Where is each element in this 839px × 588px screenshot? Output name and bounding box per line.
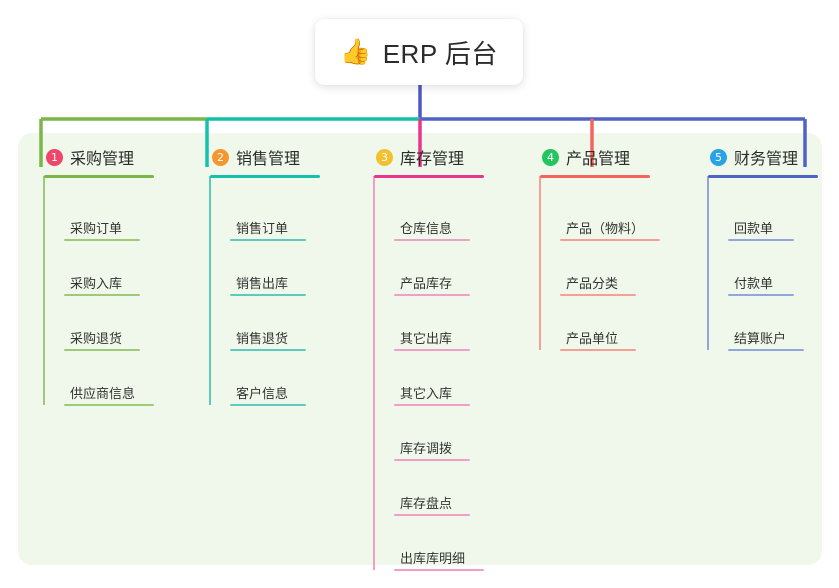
branch-leaf-label: 库存调拨 bbox=[400, 441, 453, 456]
root-node-label: ERP 后台 bbox=[382, 38, 498, 69]
branch-leaf-label: 采购入库 bbox=[70, 276, 123, 291]
branch-header-rule bbox=[540, 175, 650, 178]
branch-leaf-item[interactable]: 产品分类 bbox=[560, 273, 636, 296]
branch-leaf-rule bbox=[394, 239, 470, 241]
branch-leaf-rule bbox=[64, 349, 140, 351]
branch-header-5[interactable]: 5 财务管理 bbox=[700, 146, 798, 168]
branch-leaf-rule bbox=[560, 239, 660, 241]
branch-number-badge: 5 bbox=[710, 148, 727, 166]
branch-header-rule bbox=[374, 175, 484, 178]
branch-column-5: 5 财务管理回款单付款单结算账户 bbox=[700, 146, 818, 351]
branch-leaf-item[interactable]: 销售订单 bbox=[230, 218, 306, 241]
branch-leaf-label: 仓库信息 bbox=[400, 221, 453, 236]
branch-header-label: 销售管理 bbox=[236, 151, 301, 168]
branch-leaf-rule bbox=[64, 239, 140, 241]
branch-header-4[interactable]: 4 产品管理 bbox=[532, 146, 630, 168]
branch-leaf-rule bbox=[64, 294, 140, 296]
branch-leaf-label: 结算账户 bbox=[734, 331, 787, 346]
branch-number-badge: 3 bbox=[376, 148, 393, 166]
branch-leaf-item[interactable]: 产品单位 bbox=[560, 328, 636, 351]
branch-leaf-item[interactable]: 销售出库 bbox=[230, 273, 306, 296]
branch-leaf-rule bbox=[728, 349, 804, 351]
branch-leaf-rule bbox=[560, 349, 636, 351]
branch-leaf-rule bbox=[230, 404, 306, 406]
branch-leaf-rule bbox=[230, 349, 306, 351]
branch-header-rule bbox=[210, 175, 320, 178]
branch-leaf-label: 产品分类 bbox=[566, 276, 619, 291]
branch-leaf-rule bbox=[394, 514, 470, 516]
branch-leaf-item[interactable]: 采购退货 bbox=[64, 328, 140, 351]
branch-leaf-label: 采购退货 bbox=[70, 331, 123, 346]
branch-leaf-label: 客户信息 bbox=[236, 386, 289, 401]
branch-header-1[interactable]: 1 采购管理 bbox=[36, 146, 134, 168]
branch-number-badge: 2 bbox=[212, 148, 229, 166]
branch-leaf-rule bbox=[230, 239, 306, 241]
branch-header-2[interactable]: 2 销售管理 bbox=[202, 146, 300, 168]
branch-leaf-item[interactable]: 库存调拨 bbox=[394, 438, 470, 461]
branch-leaf-label: 其它入库 bbox=[400, 386, 453, 401]
branch-leaf-label: 供应商信息 bbox=[70, 386, 136, 401]
branch-leaf-label: 销售订单 bbox=[236, 221, 289, 236]
branch-leaf-rule bbox=[64, 404, 154, 406]
branch-leaf-item[interactable]: 销售退货 bbox=[230, 328, 306, 351]
branch-header-rule bbox=[708, 175, 818, 178]
branch-number-badge: 4 bbox=[542, 148, 559, 166]
branch-leaf-rule bbox=[728, 294, 794, 296]
branch-leaf-item[interactable]: 其它出库 bbox=[394, 328, 470, 351]
branch-header-label: 库存管理 bbox=[400, 151, 465, 168]
branch-leaf-rule bbox=[394, 569, 484, 571]
branch-leaf-label: 其它出库 bbox=[400, 331, 453, 346]
branch-leaf-label: 产品库存 bbox=[400, 276, 453, 291]
branch-leaf-item[interactable]: 产品（物料） bbox=[560, 218, 660, 241]
branch-leaf-rule bbox=[394, 349, 470, 351]
branch-leaf-item[interactable]: 产品库存 bbox=[394, 273, 470, 296]
branch-leaf-item[interactable]: 结算账户 bbox=[728, 328, 804, 351]
branch-column-1: 1 采购管理采购订单采购入库采购退货供应商信息 bbox=[36, 146, 154, 406]
branch-leaf-label: 付款单 bbox=[734, 276, 774, 291]
branch-leaf-item[interactable]: 供应商信息 bbox=[64, 383, 154, 406]
branch-header-label: 产品管理 bbox=[566, 151, 631, 168]
branch-leaf-label: 销售退货 bbox=[236, 331, 289, 346]
branch-leaf-rule bbox=[728, 239, 794, 241]
root-node-title: 👍 ERP 后台 bbox=[340, 34, 498, 71]
branch-column-3: 3 库存管理仓库信息产品库存其它出库其它入库库存调拨库存盘点出库库明细 bbox=[366, 146, 484, 571]
branch-leaf-item[interactable]: 付款单 bbox=[728, 273, 794, 296]
branch-leaf-item[interactable]: 回款单 bbox=[728, 218, 794, 241]
branch-leaf-rule bbox=[394, 459, 470, 461]
branch-leaf-item[interactable]: 其它入库 bbox=[394, 383, 470, 406]
thumbs-up-icon: 👍 bbox=[340, 37, 372, 66]
branch-column-4: 4 产品管理产品（物料） 产品分类产品单位 bbox=[532, 146, 660, 351]
branch-leaf-item[interactable]: 出库库明细 bbox=[394, 548, 484, 571]
branch-leaf-label: 采购订单 bbox=[70, 221, 123, 236]
branch-leaf-item[interactable]: 采购入库 bbox=[64, 273, 140, 296]
branch-leaf-label: 回款单 bbox=[734, 221, 774, 236]
branch-leaf-label: 产品（物料） bbox=[566, 221, 645, 236]
branch-header-label: 采购管理 bbox=[70, 151, 135, 168]
branch-column-2: 2 销售管理销售订单销售出库销售退货客户信息 bbox=[202, 146, 320, 406]
branch-leaf-label: 出库库明细 bbox=[400, 551, 466, 566]
branch-leaf-rule bbox=[394, 294, 470, 296]
branch-leaf-label: 销售出库 bbox=[236, 276, 289, 291]
root-node-card[interactable]: 👍 ERP 后台 bbox=[315, 19, 523, 85]
branch-leaf-item[interactable]: 采购订单 bbox=[64, 218, 140, 241]
branch-leaf-item[interactable]: 库存盘点 bbox=[394, 493, 470, 516]
branch-header-3[interactable]: 3 库存管理 bbox=[366, 146, 464, 168]
branch-leaf-item[interactable]: 仓库信息 bbox=[394, 218, 470, 241]
branch-leaf-rule bbox=[230, 294, 306, 296]
branch-leaf-rule bbox=[560, 294, 636, 296]
branch-number-badge: 1 bbox=[46, 148, 63, 166]
branch-leaf-rule bbox=[394, 404, 470, 406]
branch-header-label: 财务管理 bbox=[734, 151, 799, 168]
branch-header-rule bbox=[44, 175, 154, 178]
branch-leaf-label: 库存盘点 bbox=[400, 496, 453, 511]
branch-leaf-label: 产品单位 bbox=[566, 331, 619, 346]
branch-leaf-item[interactable]: 客户信息 bbox=[230, 383, 306, 406]
